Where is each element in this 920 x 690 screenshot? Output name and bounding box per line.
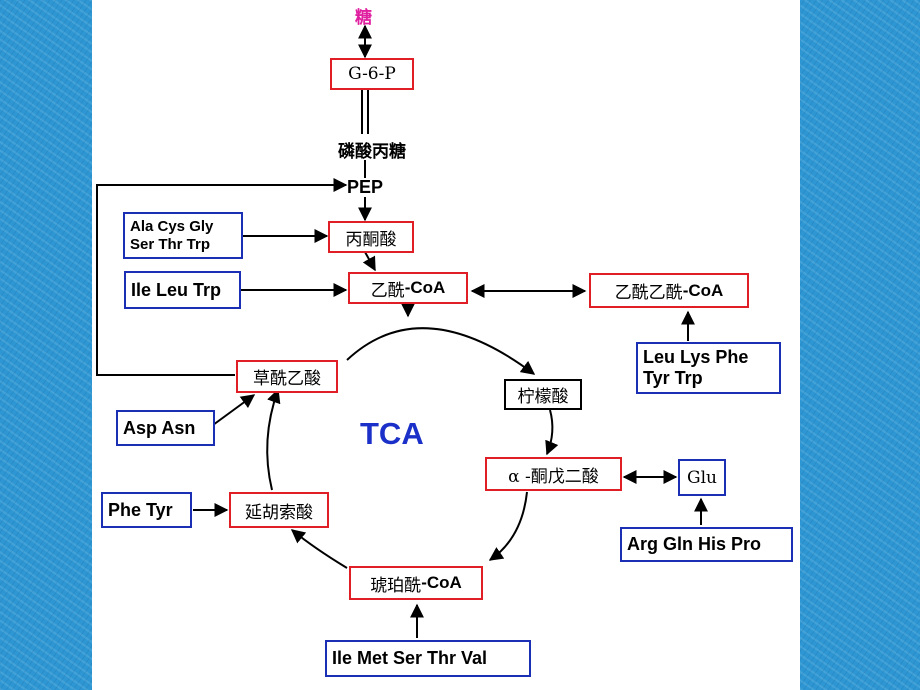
acetyl-coa-en: -CoA: [404, 278, 446, 297]
arrow-pyruvate-acetylcoa: [362, 251, 376, 272]
node-glu: Glu: [678, 459, 726, 496]
node-oxaloacetate: 草酰乙酸: [236, 360, 338, 393]
sugar-label: 糖: [355, 8, 372, 28]
tca-label: TCA: [360, 416, 424, 451]
acetoacetyl-coa-cn: 乙酰乙酰: [614, 283, 683, 303]
acetyl-coa-cn: 乙酰: [370, 280, 405, 301]
pep-label: PEP: [347, 177, 384, 197]
succinyl-coa-cn: 琥珀酰: [370, 575, 422, 596]
node-acetoacetyl-coa: 乙酰乙酰-CoA: [589, 273, 749, 308]
aa-line: Ala Cys Gly: [130, 217, 214, 235]
arc-akg-succinylcoa: [488, 491, 528, 561]
arc-oxaloacetate-citrate: [346, 327, 536, 375]
arc-fumarate-oxaloacetate: [266, 388, 281, 491]
node-succinyl-coa: 琥珀酰-CoA: [349, 566, 483, 600]
left-background-band: [0, 0, 92, 690]
succinyl-coa-en: -CoA: [421, 573, 462, 592]
aa-group-to-pyruvate: Ala Cys Gly Ser Thr Trp: [123, 212, 243, 259]
node-g6p: G-6-P: [330, 58, 414, 90]
aa-group-to-succinyl-coa: Ile Met Ser Thr Val: [325, 640, 531, 677]
node-alpha-ketoglutarate: α -酮戊二酸: [485, 457, 622, 491]
arc-citrate-akg: [545, 409, 559, 456]
arrow-asp-oxaloacetate: [212, 394, 256, 426]
node-pyruvate: 丙酮酸: [328, 221, 414, 253]
aa-line: Tyr Trp: [643, 368, 703, 388]
arrow-oxaloacetate-pep: [96, 178, 348, 376]
triose-phosphate-label: 磷酸丙糖: [338, 142, 406, 162]
acetoacetyl-coa-en: -CoA: [682, 280, 724, 300]
node-fumarate: 延胡索酸: [229, 492, 329, 528]
aa-group-to-fumarate: Phe Tyr: [101, 492, 192, 528]
aa-line: Ser Thr Trp: [130, 235, 211, 253]
connector-layer: [96, 24, 708, 638]
node-acetyl-coa: 乙酰-CoA: [348, 272, 468, 304]
node-citrate: 柠檬酸: [504, 379, 582, 410]
aa-line: Leu Lys Phe: [643, 347, 749, 367]
aa-group-to-acetyl-coa: Ile Leu Trp: [124, 271, 241, 309]
diagram-canvas: 糖 G-6-P 磷酸丙糖 PEP 丙酮酸 乙酰-CoA 乙酰乙酰-CoA 草酰乙…: [92, 0, 800, 690]
right-background-band: [800, 0, 920, 690]
aa-group-to-acetoacetyl-coa: Leu Lys Phe Tyr Trp: [636, 342, 781, 394]
arc-succinylcoa-fumarate: [290, 529, 348, 569]
aa-group-to-oxaloacetate: Asp Asn: [116, 410, 215, 446]
aa-group-to-glu: Arg Gln His Pro: [620, 527, 793, 562]
